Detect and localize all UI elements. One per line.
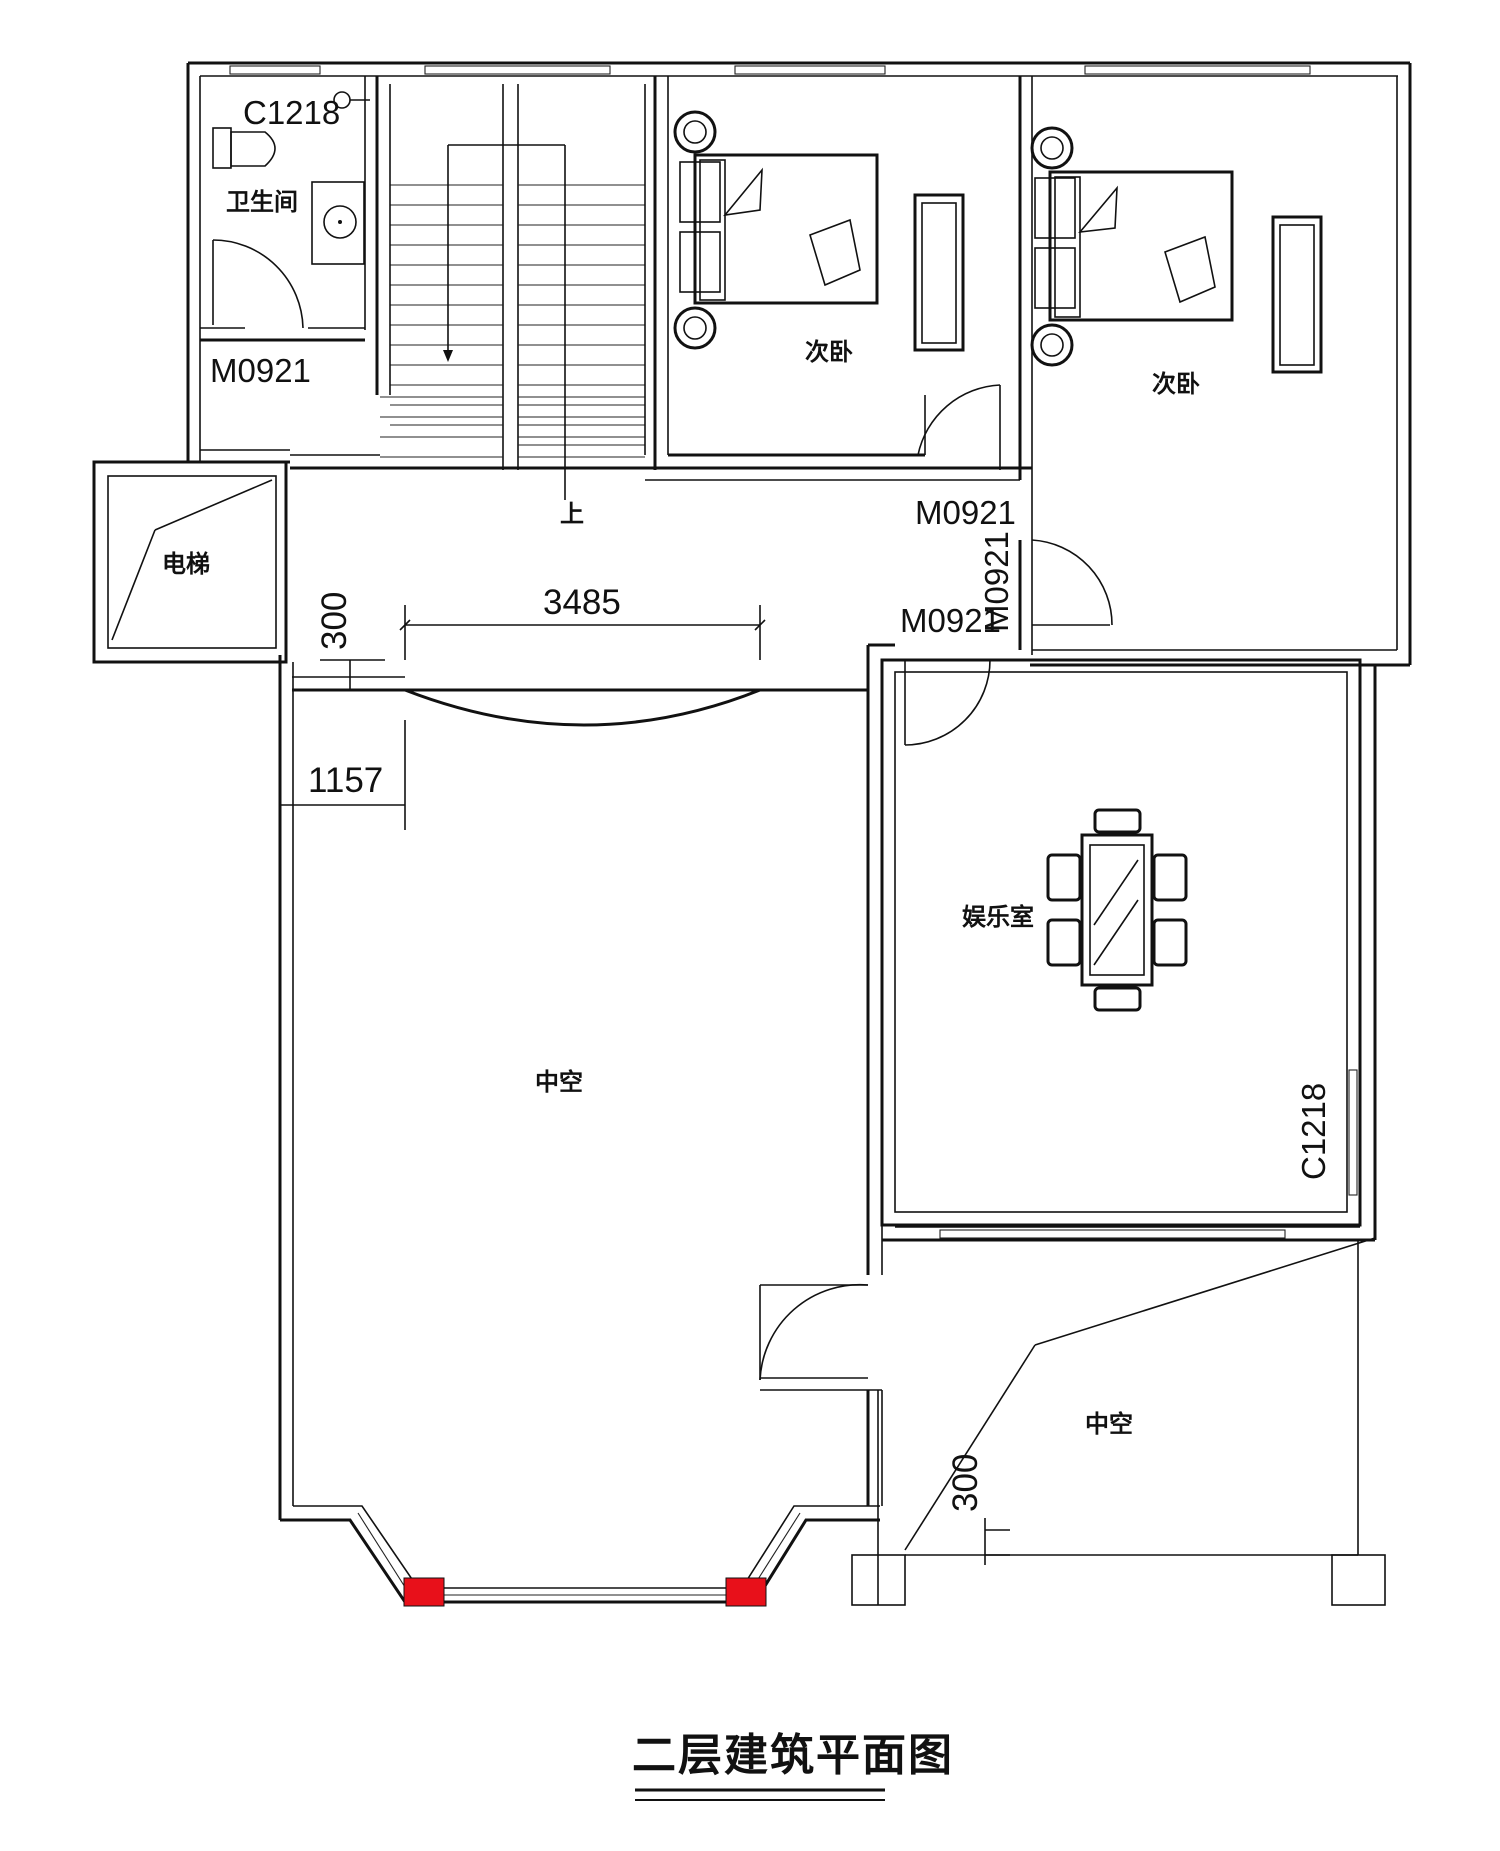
staircase [380,84,646,470]
door-code-bedroom1: M0921 [915,494,1016,531]
room-label-void-right: 中空 [1085,1410,1133,1438]
window-code-entertainment: C1218 [1295,1083,1332,1180]
room-label-bedroom-left: 次卧 [805,338,853,366]
dimension-lines [280,605,1010,1565]
bed-icon-right [1030,126,1234,367]
door-code-bedroom2: M0921 [978,531,1015,632]
outer-walls [92,61,1412,1604]
dining-table-icon [1046,808,1188,1012]
door-code-bath: M0921 [210,352,311,389]
bed-icon-left [673,110,879,350]
sink-icon [311,181,365,265]
room-label-bedroom-right: 次卧 [1152,370,1200,398]
top-windows [229,65,1358,1239]
room-label-bathroom: 卫生间 [226,188,298,216]
red-post-2 [725,1577,767,1607]
drawing-title: 二层建筑平面图 [632,1730,954,1781]
dimension-300-top: 300 [315,592,354,650]
vent-icon [333,91,370,109]
window-code-bath: C1218 [243,94,340,131]
doors [212,239,1113,1381]
red-highlight-posts [403,1577,767,1607]
wardrobe-icon-right [1271,215,1323,374]
room-label-elevator: 电梯 [162,550,210,578]
right-void-lines [851,1237,1386,1606]
stair-arrow [443,144,566,500]
wardrobe-icon-left [913,193,965,352]
dimension-3485: 3485 [543,583,621,622]
dimension-1157: 1157 [308,761,383,800]
elevator-icon [111,479,273,641]
interior-walls [200,76,1033,655]
room-label-void-main: 中空 [535,1068,583,1096]
dimension-300-bottom: 300 [946,1454,985,1512]
toilet-icon [212,127,276,169]
door-code-entertainment: M0921 [900,602,1001,639]
stairs-up-label: 上 [560,500,584,528]
red-post-1 [403,1577,445,1607]
room-label-entertainment: 娱乐室 [962,903,1034,931]
